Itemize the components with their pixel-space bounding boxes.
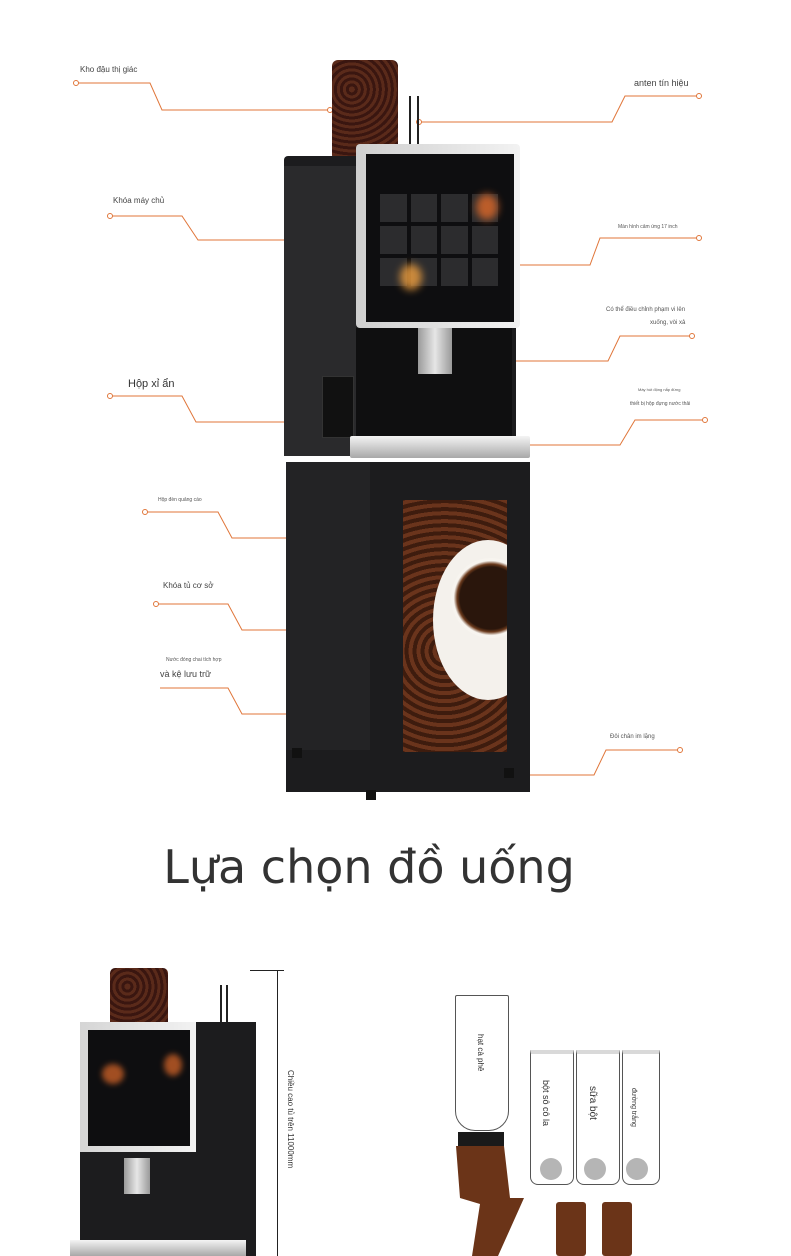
- callout-dot: [677, 747, 683, 753]
- waste-box: [322, 376, 354, 438]
- drip-tray: [350, 436, 530, 458]
- foot: [366, 790, 376, 800]
- bean-hopper-small: [110, 968, 168, 1030]
- drip-tray-small: [70, 1240, 246, 1256]
- touchscreen-small: [80, 1022, 196, 1152]
- grinder: [458, 1132, 504, 1148]
- canister-milk-label: sữa bột: [587, 1086, 598, 1120]
- section-heading: Lựa chọn đồ uống: [163, 840, 575, 894]
- label-hidden-box: Hộp xỉ ẩn: [128, 378, 175, 390]
- callout-dot: [416, 119, 422, 125]
- touchscreen: [366, 154, 514, 322]
- callout-dot: [696, 93, 702, 99]
- canister-cocoa-label: bột sô cô la: [541, 1080, 551, 1127]
- label-bean-hopper: Kho đậu thị giác: [80, 65, 138, 74]
- dimension-line: [250, 970, 284, 971]
- dimension-label: Chiều cao tủ trên 11000mm: [286, 1070, 295, 1169]
- label-storage-1: Nước đóng chai tích hợp: [166, 657, 222, 663]
- base-cabinet-side: [286, 462, 370, 750]
- antenna-small: [226, 985, 228, 1025]
- label-antenna: anten tín hiệu: [634, 78, 689, 88]
- callout-lines: [78, 82, 706, 776]
- canister-beans-label: hạt cà phê: [476, 1034, 485, 1072]
- label-touchscreen: Màn hình cảm ứng 17 inch: [618, 224, 678, 230]
- mixer-bowl: [556, 1202, 586, 1256]
- dimension-line: [277, 970, 278, 1256]
- bean-hopper: [332, 60, 398, 158]
- nozzle: [418, 328, 452, 374]
- label-adjust-2: xuống, vòi xả: [650, 320, 686, 326]
- callout-dot: [142, 509, 148, 515]
- callout-dot: [153, 601, 159, 607]
- label-base-lock: Khóa tủ cơ sở: [163, 581, 214, 590]
- ad-lightbox: [403, 500, 507, 752]
- callout-dot: [702, 417, 708, 423]
- label-drip-1: Máy hút động nắp đứng: [638, 387, 681, 392]
- callout-dot: [696, 235, 702, 241]
- antenna: [409, 96, 411, 144]
- nozzle-small: [124, 1158, 150, 1194]
- callout-dot: [107, 393, 113, 399]
- canister-sugar-label: đường trắng: [630, 1088, 637, 1127]
- antenna-small: [220, 985, 222, 1025]
- label-ad-box: Hộp đèn quảng cáo: [158, 497, 202, 503]
- foot: [504, 768, 514, 778]
- foot: [292, 748, 302, 758]
- callout-dot: [73, 80, 79, 86]
- canister-beans: [455, 995, 509, 1131]
- label-storage-2: và kệ lưu trữ: [160, 669, 212, 679]
- callout-dot: [107, 213, 113, 219]
- mixer-valve: [540, 1158, 562, 1180]
- mixer-valve: [584, 1158, 606, 1180]
- label-main-lock: Khóa máy chủ: [113, 196, 165, 205]
- label-silent-feet: Đôi chân im lặng: [610, 734, 655, 740]
- label-drip-2: thiết bị hộp đựng nước thải: [630, 401, 691, 407]
- grinder-chute: [456, 1146, 524, 1256]
- mixer-valve: [626, 1158, 648, 1180]
- label-adjust-1: Có thể điều chỉnh phạm vi lên: [606, 307, 686, 313]
- antenna: [417, 96, 419, 144]
- callout-dot: [689, 333, 695, 339]
- mixer-bowl: [602, 1202, 632, 1256]
